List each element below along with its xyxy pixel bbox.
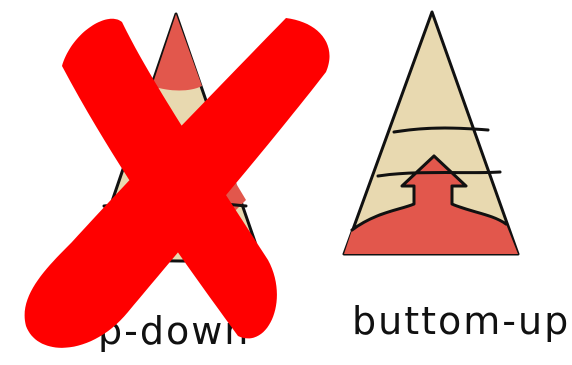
right-caption: buttom-up xyxy=(352,299,570,343)
bottom-up-pyramid-icon xyxy=(344,12,518,254)
left-pyramid-red-top xyxy=(152,14,202,91)
